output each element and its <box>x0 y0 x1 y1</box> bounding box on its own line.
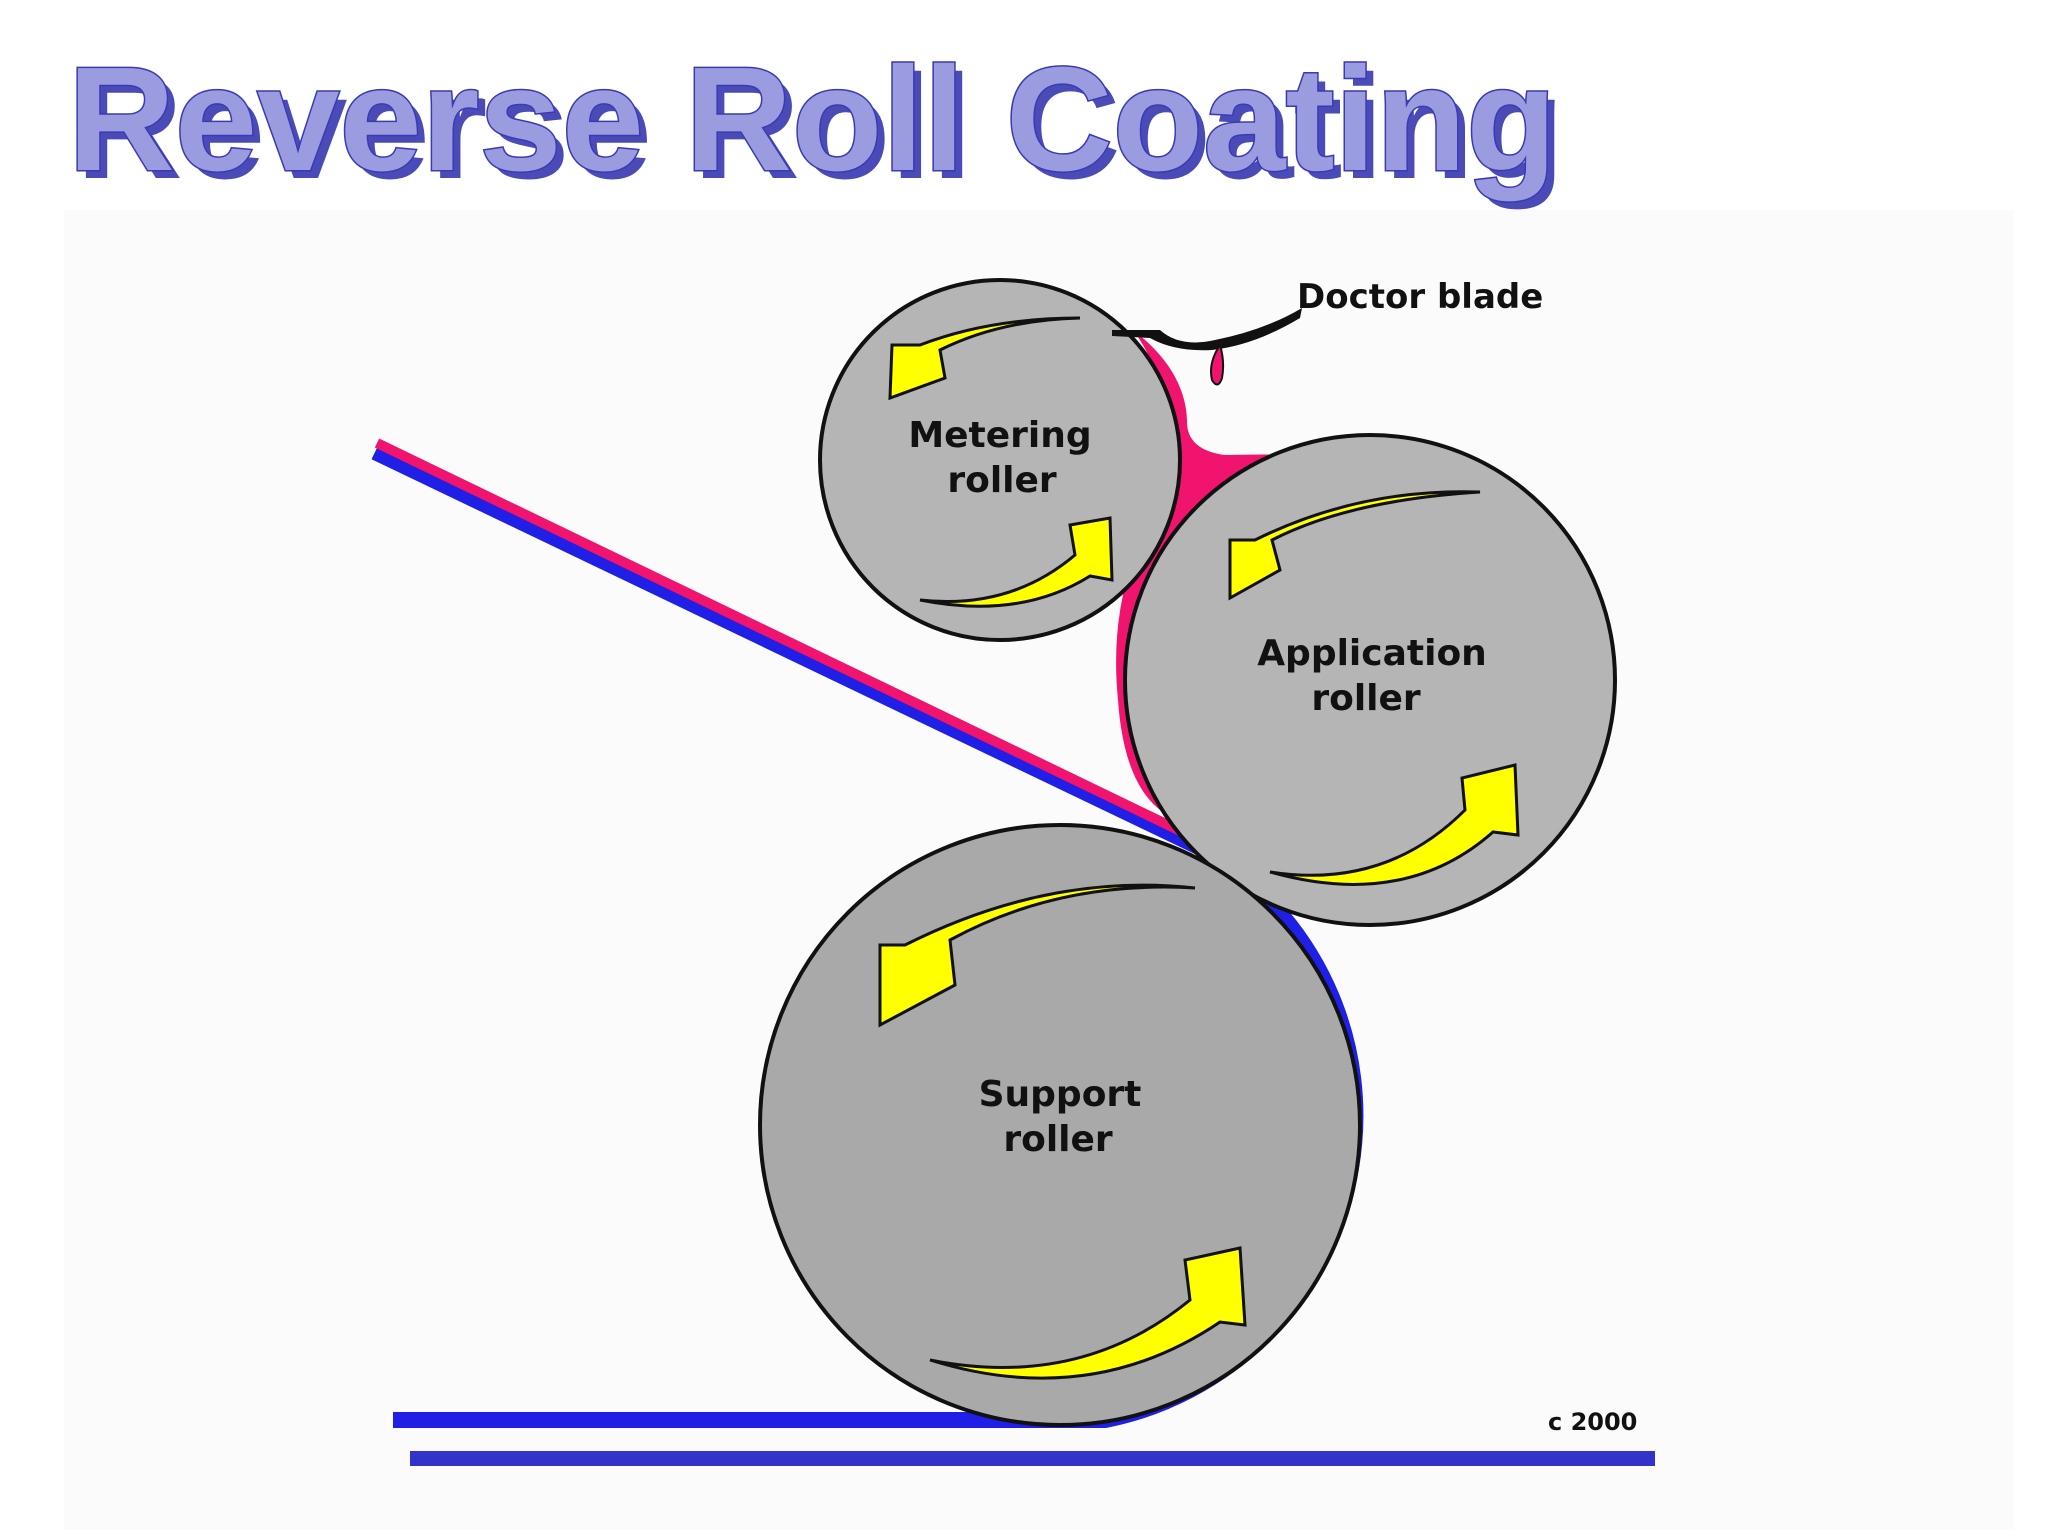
application-roller-bottom-arrow <box>1269 763 1520 886</box>
application-roller-label-line1: Application <box>1257 633 1487 674</box>
doctor-blade: Doctor blade <box>1112 277 1543 386</box>
base-line <box>410 1451 1655 1466</box>
slide-title: Reverse Roll Coating Reverse Roll Coatin… <box>67 36 1565 211</box>
doctor-blade-label: Doctor blade <box>1297 277 1543 317</box>
support-roller: Support roller <box>758 823 1362 1427</box>
slide-title-shadow: Reverse Roll Coating <box>76 45 1565 210</box>
application-roller-label-line2: roller <box>1311 678 1421 719</box>
application-roller-top-arrow <box>1228 490 1481 601</box>
metering-roller-top-arrow <box>888 316 1081 401</box>
doctor-blade-shape <box>1112 308 1302 351</box>
slide-title-text: Reverse Roll Coating <box>68 37 1557 202</box>
application-roller: Application roller <box>1123 433 1617 927</box>
metering-roller-bottom-arrow <box>919 516 1114 608</box>
metering-roller-label-line2: roller <box>947 460 1057 501</box>
copyright-label: c 2000 <box>1548 1408 1637 1436</box>
coating-drip <box>1210 342 1225 386</box>
support-roller-label-line2: roller <box>1003 1119 1113 1160</box>
metering-roller-label-line1: Metering <box>908 415 1091 456</box>
support-roller-top-arrow <box>878 883 1196 1028</box>
support-roller-label-line1: Support <box>979 1074 1142 1115</box>
coated-layer <box>374 438 1198 843</box>
metering-roller: Metering roller <box>818 278 1182 642</box>
support-roller-bottom-arrow <box>929 1246 1247 1380</box>
